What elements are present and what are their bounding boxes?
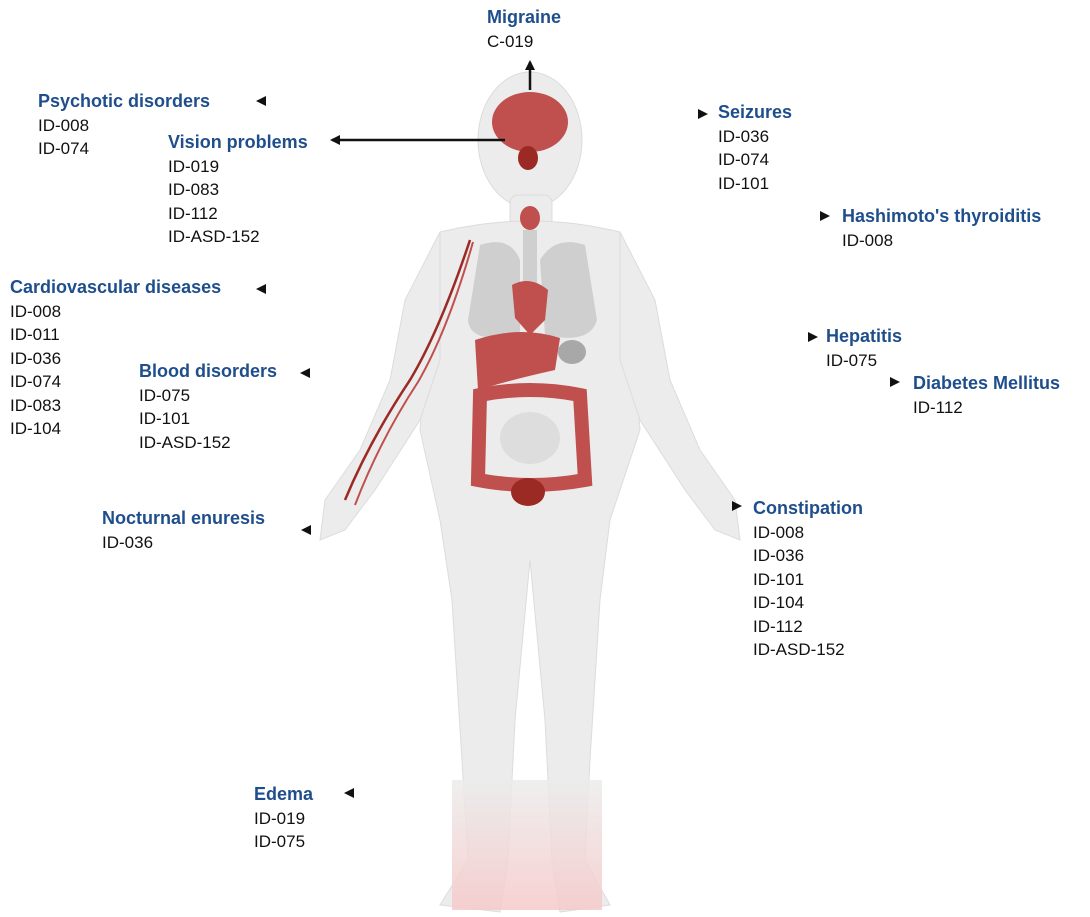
- id-list: ID-036: [102, 531, 265, 555]
- patient-id: ID-ASD-152: [753, 638, 863, 662]
- patient-id: ID-101: [753, 568, 863, 592]
- blood-label: Blood disorders ID-075 ID-101 ID-ASD-152: [139, 360, 277, 454]
- patient-id: ID-036: [102, 531, 265, 555]
- condition-title: Nocturnal enuresis: [102, 507, 265, 531]
- patient-id: ID-008: [842, 229, 1041, 253]
- patient-id: ID-019: [168, 155, 308, 179]
- patient-id: ID-112: [168, 202, 308, 226]
- vision-label: Vision problems ID-019 ID-083 ID-112 ID-…: [168, 131, 308, 249]
- bladder-icon: [511, 478, 545, 506]
- condition-title: Migraine: [487, 6, 561, 30]
- trachea-icon: [523, 230, 537, 285]
- patient-id: ID-019: [254, 807, 313, 831]
- edema-label: Edema ID-019 ID-075: [254, 783, 313, 854]
- hepatitis-label: Hepatitis ID-075: [826, 325, 902, 372]
- patient-id: ID-104: [753, 591, 863, 615]
- id-list: ID-008 ID-036 ID-101 ID-104 ID-112 ID-AS…: [753, 521, 863, 662]
- brainstem-icon: [518, 146, 538, 170]
- id-list: ID-112: [913, 396, 1060, 420]
- id-list: ID-019 ID-075: [254, 807, 313, 854]
- seizures-label: Seizures ID-036 ID-074 ID-101: [718, 101, 792, 195]
- patient-id: ID-075: [826, 349, 902, 373]
- patient-id: ID-011: [10, 323, 221, 347]
- patient-id: ID-112: [913, 396, 1060, 420]
- brain-icon: [492, 92, 568, 152]
- id-list: C-019: [487, 30, 561, 54]
- patient-id: ID-ASD-152: [168, 225, 308, 249]
- small-intestine-icon: [500, 412, 560, 464]
- patient-id: ID-075: [254, 830, 313, 854]
- thyroid-icon: [520, 206, 540, 230]
- condition-title: Constipation: [753, 497, 863, 521]
- stomach-icon: [558, 340, 586, 364]
- patient-id: ID-008: [10, 300, 221, 324]
- patient-id: C-019: [487, 30, 561, 54]
- id-list: ID-075: [826, 349, 902, 373]
- patient-id: ID-101: [718, 172, 792, 196]
- edema-leg-highlight: [452, 780, 602, 910]
- patient-id: ID-075: [139, 384, 277, 408]
- patient-id: ID-008: [753, 521, 863, 545]
- patient-id: ID-083: [168, 178, 308, 202]
- condition-title: Vision problems: [168, 131, 308, 155]
- patient-id: ID-112: [753, 615, 863, 639]
- condition-title: Psychotic disorders: [38, 90, 210, 114]
- condition-title: Diabetes Mellitus: [913, 372, 1060, 396]
- condition-title: Hepatitis: [826, 325, 902, 349]
- enuresis-label: Nocturnal enuresis ID-036: [102, 507, 265, 554]
- constipation-label: Constipation ID-008 ID-036 ID-101 ID-104…: [753, 497, 863, 662]
- id-list: ID-019 ID-083 ID-112 ID-ASD-152: [168, 155, 308, 249]
- patient-id: ID-074: [718, 148, 792, 172]
- hashimoto-label: Hashimoto's thyroiditis ID-008: [842, 205, 1041, 252]
- condition-title: Hashimoto's thyroiditis: [842, 205, 1041, 229]
- condition-title: Edema: [254, 783, 313, 807]
- diabetes-label: Diabetes Mellitus ID-112: [913, 372, 1060, 419]
- patient-id: ID-036: [753, 544, 863, 568]
- patient-id: ID-101: [139, 407, 277, 431]
- migraine-label: Migraine C-019: [487, 6, 561, 53]
- condition-title: Cardiovascular diseases: [10, 276, 221, 300]
- patient-id: ID-ASD-152: [139, 431, 277, 455]
- id-list: ID-036 ID-074 ID-101: [718, 125, 792, 196]
- id-list: ID-075 ID-101 ID-ASD-152: [139, 384, 277, 455]
- condition-title: Seizures: [718, 101, 792, 125]
- condition-title: Blood disorders: [139, 360, 277, 384]
- patient-id: ID-036: [718, 125, 792, 149]
- id-list: ID-008: [842, 229, 1041, 253]
